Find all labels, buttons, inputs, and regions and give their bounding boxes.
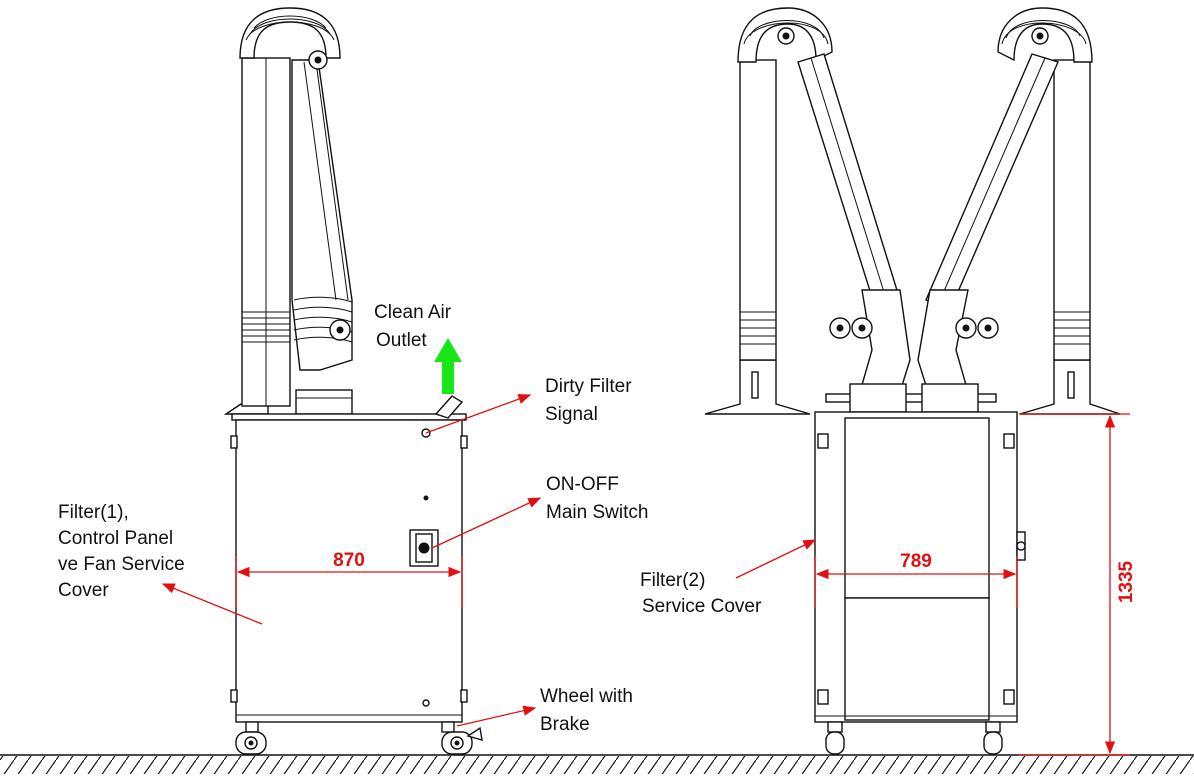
dimension-789-value: 789 xyxy=(900,551,932,572)
elbow-joints xyxy=(829,317,999,339)
main-switch xyxy=(409,529,439,567)
label-wheel-2: Brake xyxy=(540,714,590,735)
hood-pleats xyxy=(743,20,1087,45)
dimension-1335-value: 1335 xyxy=(1116,560,1137,603)
leader-dirty-filter xyxy=(425,394,532,434)
leader-filter2 xyxy=(735,539,817,579)
clean-air-arrow xyxy=(434,338,462,394)
label-clean-air-1: Clean Air xyxy=(374,302,452,323)
dimension-1335 xyxy=(1019,413,1130,756)
label-onoff-1: ON-OFF xyxy=(546,474,619,495)
side-wheel-right xyxy=(441,721,483,755)
front-wheel-right xyxy=(983,721,1003,755)
leader-onoff xyxy=(431,497,542,549)
dimension-789 xyxy=(814,556,1018,608)
label-wheel-1: Wheel with xyxy=(540,686,633,707)
label-dirty-filter-2: Signal xyxy=(545,404,598,425)
front-wheel-left xyxy=(825,721,845,755)
tube-bellows xyxy=(242,311,290,343)
label-filter1-2: Control Panel xyxy=(58,528,173,549)
ground xyxy=(0,754,1194,774)
label-clean-air-2: Outlet xyxy=(376,330,427,351)
label-filter2-2: Service Cover xyxy=(642,596,762,617)
dimension-870 xyxy=(235,556,463,608)
hood-bellows xyxy=(245,15,335,41)
dimension-870-value: 870 xyxy=(333,550,365,571)
label-onoff-2: Main Switch xyxy=(546,502,648,523)
brake-pedal xyxy=(466,726,483,741)
front-view-unit xyxy=(704,7,1121,755)
outer-tube-bellows xyxy=(740,311,1090,345)
label-filter1-1: Filter(1), xyxy=(58,502,129,523)
label-dirty-filter-1: Dirty Filter xyxy=(545,376,632,397)
label-filter2-1: Filter(2) xyxy=(640,570,705,591)
leader-wheel xyxy=(456,705,537,727)
leader-filter1 xyxy=(161,583,263,625)
label-filter1-4: Cover xyxy=(58,580,109,601)
label-filter1-3: ve Fan Service xyxy=(58,554,185,575)
side-wheel-left xyxy=(235,721,267,755)
